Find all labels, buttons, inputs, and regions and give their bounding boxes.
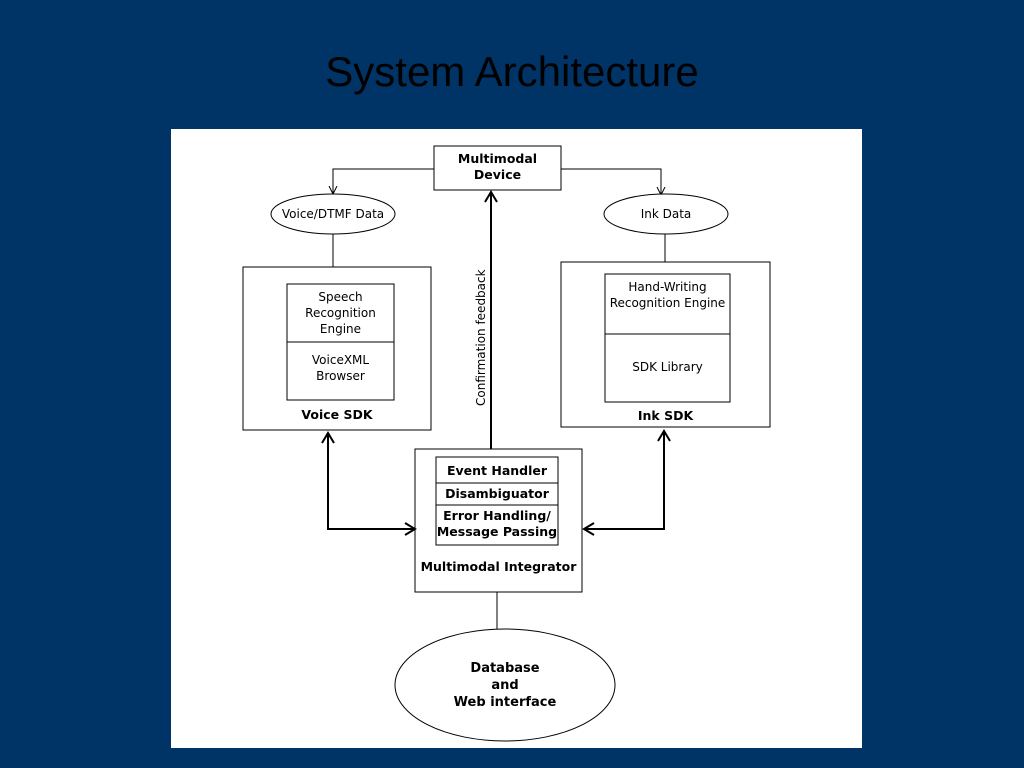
handwriting-engine-box — [604, 273, 731, 335]
voice-integrator-connector — [321, 431, 417, 536]
error-handling-label: Error Handling/ Message Passing — [436, 508, 558, 539]
voicexml-browser-label: VoiceXML Browser — [311, 353, 370, 383]
speech-engine-box — [286, 283, 395, 343]
multimodal-device-box — [433, 145, 562, 191]
architecture-diagram: Multimodal Device Voice/DTMF Data Ink Da… — [171, 129, 862, 748]
error-handling-box — [435, 504, 559, 546]
sdk-library-box — [604, 333, 731, 403]
sdk-library-label: SDK Library — [632, 360, 703, 374]
database-ellipse — [394, 628, 616, 742]
confirmation-feedback-label: Confirmation feedback — [474, 269, 488, 406]
database-label: Database and Web interface — [453, 661, 557, 710]
speech-engine-label: Speech Recognition Engine — [305, 290, 376, 336]
voicexml-browser-box — [286, 341, 395, 401]
multimodal-integrator-label: Multimodal Integrator — [420, 559, 577, 574]
voice-sdk-label: Voice SDK — [301, 407, 373, 422]
device-to-ink-connector — [561, 168, 661, 195]
device-to-voice-connector — [333, 168, 434, 194]
ink-data-label: Ink Data — [640, 207, 692, 221]
slide-title: System Architecture — [325, 48, 699, 95]
multimodal-device-label: Multimodal Device — [457, 151, 538, 182]
ink-sdk-label: Ink SDK — [637, 408, 694, 423]
voice-dtmf-label: Voice/DTMF Data — [281, 207, 385, 221]
disambiguator-label: Disambiguator — [445, 486, 549, 501]
event-handler-label: Event Handler — [446, 463, 548, 478]
event-handler-box — [435, 456, 559, 484]
ink-integrator-connector — [582, 429, 671, 536]
ink-data-ellipse — [603, 193, 729, 235]
handwriting-engine-label: Hand-Writing Recognition Engine — [609, 280, 726, 310]
